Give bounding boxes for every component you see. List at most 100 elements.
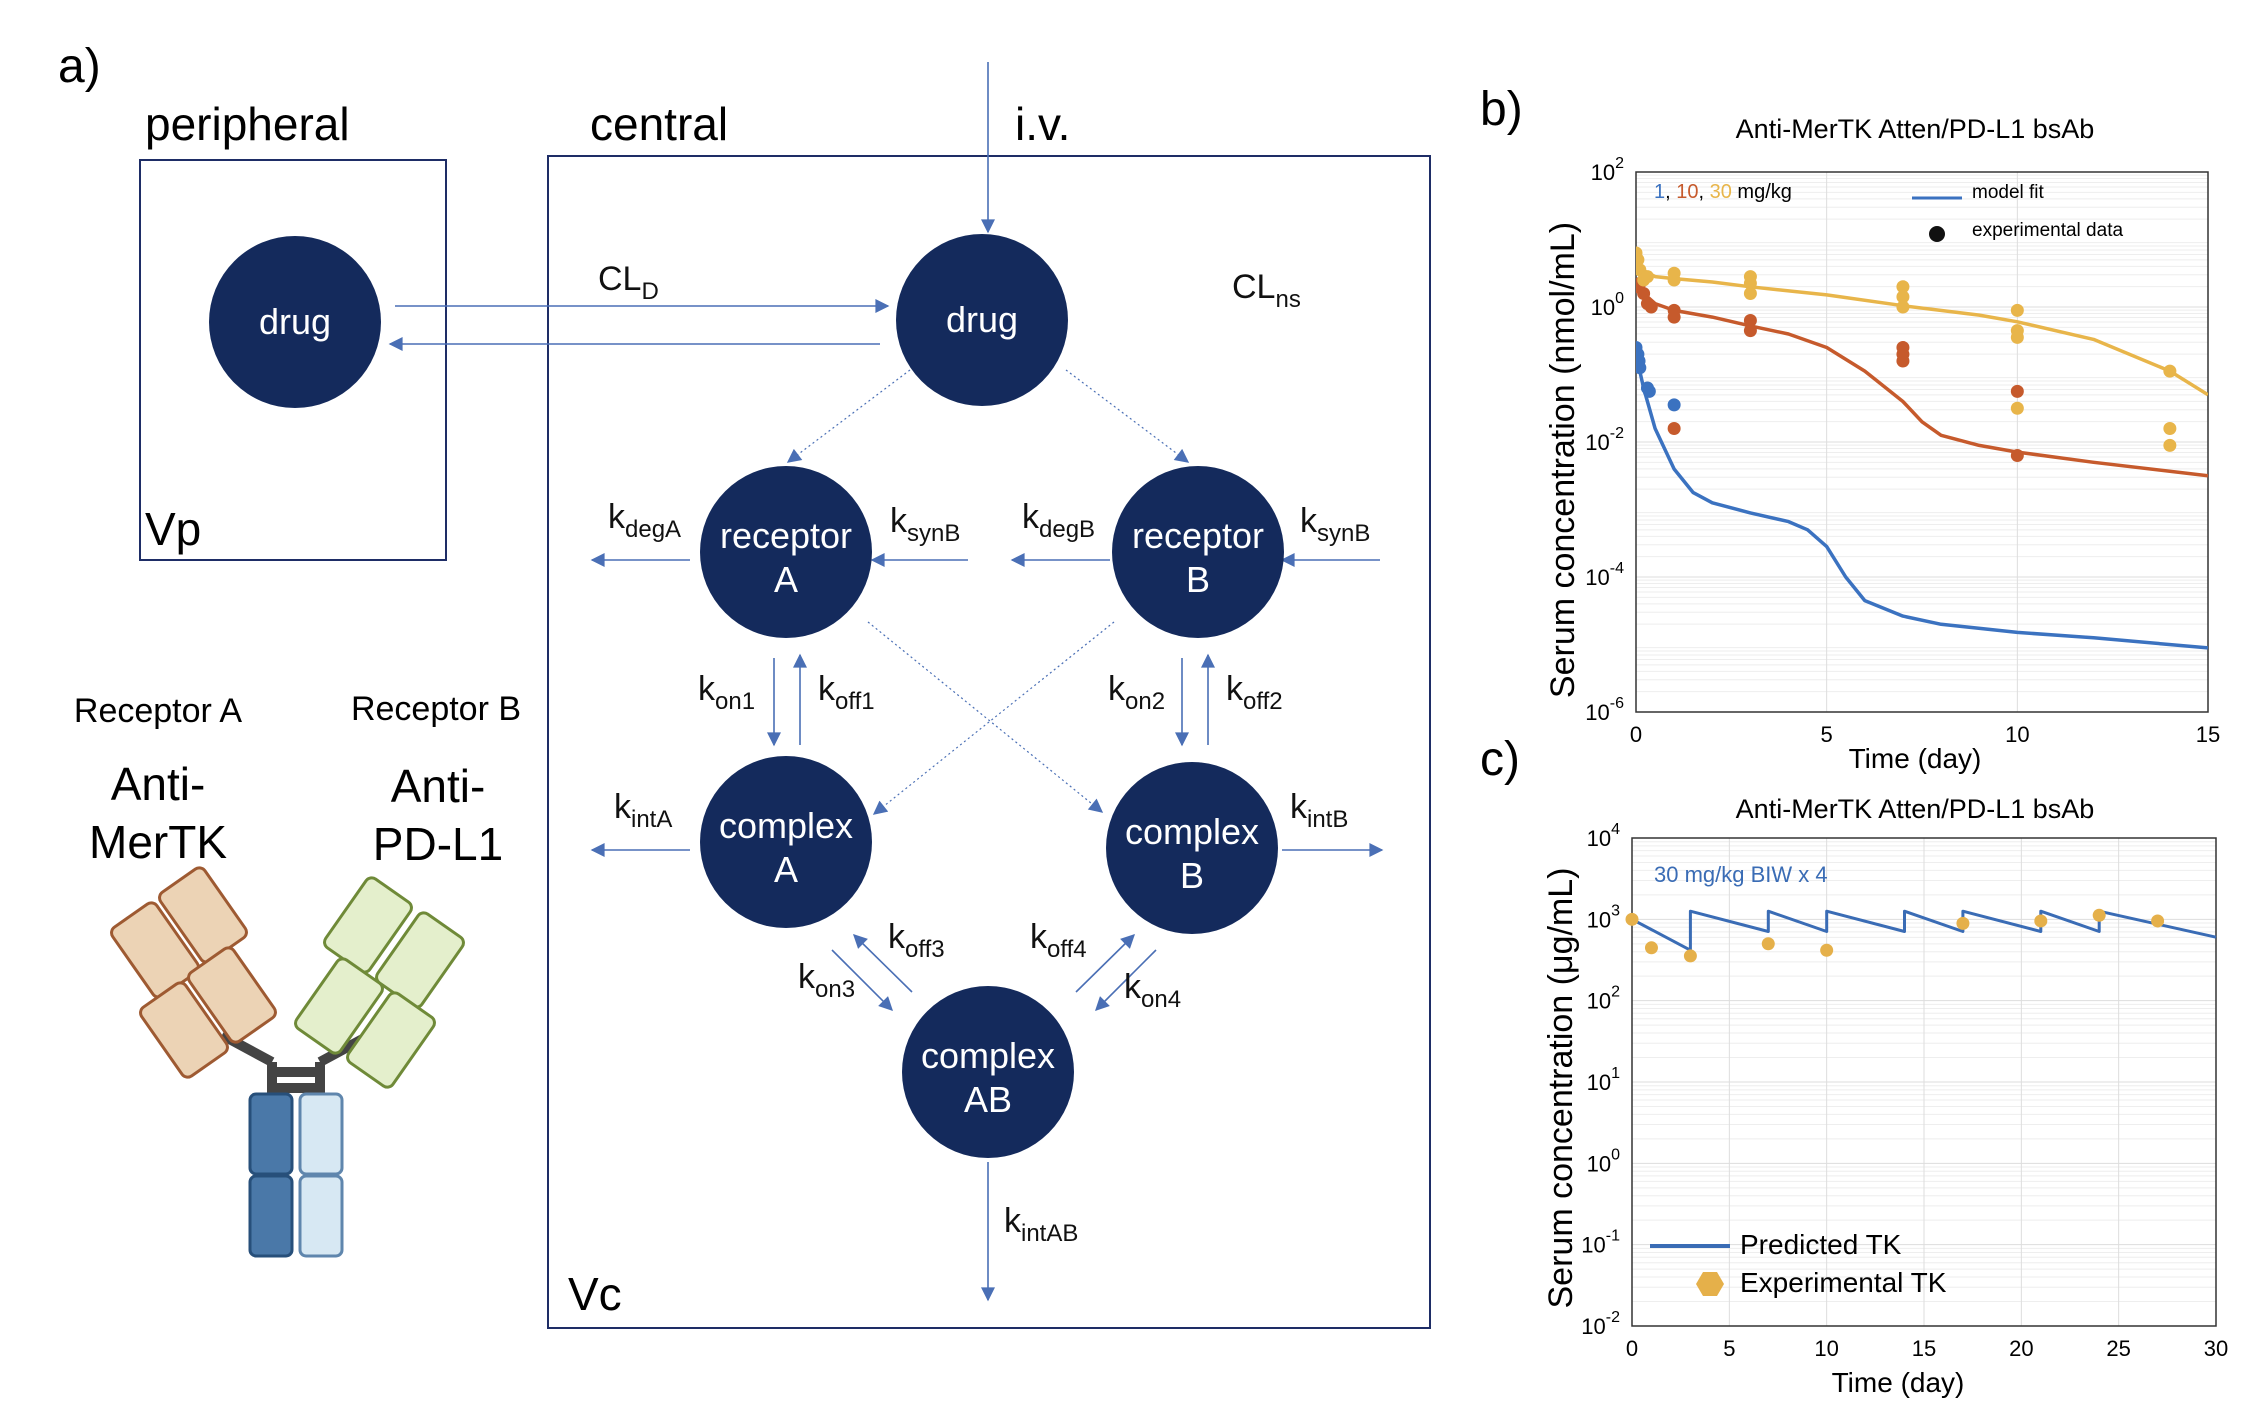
y-tick-label: 104: [1587, 821, 1620, 851]
experimental-tk-point: [2034, 914, 2048, 928]
data-point-30-mgkg: [2163, 438, 2177, 452]
model-fit-line-10-mgkg: [1636, 285, 2208, 478]
chart-c-ylabel: Serum concentration (μg/mL): [1542, 868, 1580, 1309]
y-tick-label: 10-4: [1585, 560, 1624, 590]
ksyna-label: ksynB: [890, 502, 960, 547]
kintab-label: kintAB: [1004, 1202, 1078, 1247]
anti-pdl1-line2: PD-L1: [373, 818, 503, 870]
kon3-label: kon3: [798, 958, 855, 1003]
data-point-30-mgkg: [2010, 303, 2024, 317]
x-tick-label: 10: [2005, 722, 2029, 747]
antibody-hinge: [219, 1030, 373, 1095]
chart-c-xlabel: Time (day): [1832, 1367, 1965, 1398]
receptor-b-label: Receptor B: [351, 690, 521, 728]
data-point-10-mgkg: [1743, 324, 1757, 338]
node-label: A: [774, 849, 798, 890]
x-tick-label: 15: [2196, 722, 2220, 747]
y-tick-label: 10-2: [1581, 1309, 1620, 1339]
x-tick-label: 5: [1821, 722, 1833, 747]
vp-label: Vp: [145, 503, 201, 555]
koff3-label: koff3: [888, 918, 945, 963]
node-label: drug: [946, 299, 1018, 340]
x-tick-label: 15: [1912, 1336, 1936, 1361]
node-receptor-a: receptor A: [700, 466, 872, 638]
central-label: central: [590, 98, 728, 150]
data-point-10-mgkg: [1743, 314, 1757, 327]
drug-to-receptor-b-arrow: [1065, 369, 1190, 463]
node-label: B: [1186, 559, 1210, 600]
clns-label: CLns: [1232, 268, 1301, 313]
experimental-tk-point: [1820, 943, 1834, 957]
data-point-30-mgkg: [1640, 270, 1654, 284]
node-complex-b: complex B: [1106, 762, 1278, 934]
data-point-10-mgkg: [2010, 384, 2024, 398]
data-point-30-mgkg: [1896, 290, 1910, 304]
x-tick-label: 25: [2106, 1336, 2130, 1361]
node-label: complex: [719, 805, 853, 846]
experimental-tk-point: [1956, 916, 1970, 930]
receptor-b-to-complex-a-arrow: [872, 621, 1115, 815]
chart-b-dose-legend: 1, 10, 30 mg/kg: [1654, 181, 1792, 203]
y-tick-label: 101: [1587, 1065, 1620, 1095]
fab-anti-mertk: [110, 866, 277, 1079]
node-label: receptor: [1132, 515, 1264, 556]
x-tick-label: 0: [1630, 722, 1642, 747]
chart-c-annotation: 30 mg/kg BIW x 4: [1654, 862, 1828, 887]
y-tick-label: 102: [1587, 984, 1620, 1014]
koff3-arrow: [853, 934, 913, 993]
node-label: AB: [964, 1079, 1012, 1120]
plot-frame: [1631, 837, 2217, 1327]
data-point-30-mgkg: [2010, 330, 2024, 344]
x-tick-label: 10: [1814, 1336, 1838, 1361]
dose-1: 1: [1654, 181, 1665, 203]
node-drug-central: drug: [896, 234, 1068, 406]
y-tick-label: 102: [1591, 155, 1624, 185]
data-point-30-mgkg: [1743, 287, 1757, 300]
kon3-arrow: [831, 949, 893, 1011]
legend-experimental: experimental data: [1972, 220, 2123, 241]
node-label: B: [1180, 855, 1204, 896]
data-point-30-mgkg: [1636, 253, 1645, 267]
data-point-30-mgkg: [2163, 364, 2177, 378]
legend-experimental-tk: Experimental TK: [1740, 1267, 1947, 1298]
experimental-tk-point: [1625, 912, 1639, 926]
legend-dot-swatch: [1929, 226, 1945, 242]
antibody-illustration: Receptor A Receptor B Anti- MerTK Anti- …: [74, 690, 521, 1258]
legend-predicted: Predicted TK: [1740, 1229, 1902, 1260]
y-tick-label: 10-6: [1585, 695, 1624, 725]
anti-mertk-line2: MerTK: [89, 816, 227, 868]
kinta-label: kintA: [614, 788, 672, 833]
drug-to-receptor-a-arrow: [786, 369, 911, 463]
receptor-a-label: Receptor A: [74, 692, 243, 730]
cld-label: CLD: [598, 260, 659, 305]
experimental-tk-point: [1644, 941, 1658, 955]
y-tick-label: 10-1: [1581, 1228, 1620, 1258]
chart-b-title: Anti-MerTK Atten/PD-L1 bsAb: [1736, 114, 2095, 144]
data-point-30-mgkg: [2163, 422, 2177, 435]
data-point-10-mgkg: [1667, 310, 1681, 324]
predicted-tk-line: [1631, 909, 2217, 952]
data-point-30-mgkg: [1896, 280, 1910, 294]
data-point-1-mgkg: [1667, 398, 1681, 412]
chart-b-ylabel: Serum concentration (nmol/mL): [1544, 222, 1582, 698]
x-tick-label: 30: [2204, 1336, 2228, 1361]
data-point-30-mgkg: [1667, 273, 1681, 287]
experimental-tk-point: [2092, 908, 2106, 922]
chart-b-legend: model fit experimental data: [1912, 182, 2123, 242]
panel-c: c) Anti-MerTK Atten/PD-L1 bsAb 10-210-11…: [1480, 733, 2228, 1398]
anti-mertk-line1: Anti-: [111, 758, 206, 810]
chart-c-legend: Predicted TK Experimental TK: [1650, 1229, 1947, 1298]
data-point-10-mgkg: [1667, 422, 1681, 435]
chart-b-series: [1636, 246, 2208, 650]
peripheral-compartment: [139, 159, 447, 561]
anti-pdl1-line1: Anti-: [391, 760, 486, 812]
node-label: complex: [1125, 811, 1259, 852]
y-tick-label: 10-2: [1585, 425, 1624, 455]
x-tick-label: 5: [1723, 1336, 1735, 1361]
data-point-30-mgkg: [1743, 276, 1757, 290]
panel-a: a) peripheral Vp central i.v. Vc: [58, 40, 1431, 1329]
node-label: drug: [259, 301, 331, 342]
node-label: A: [774, 559, 798, 600]
